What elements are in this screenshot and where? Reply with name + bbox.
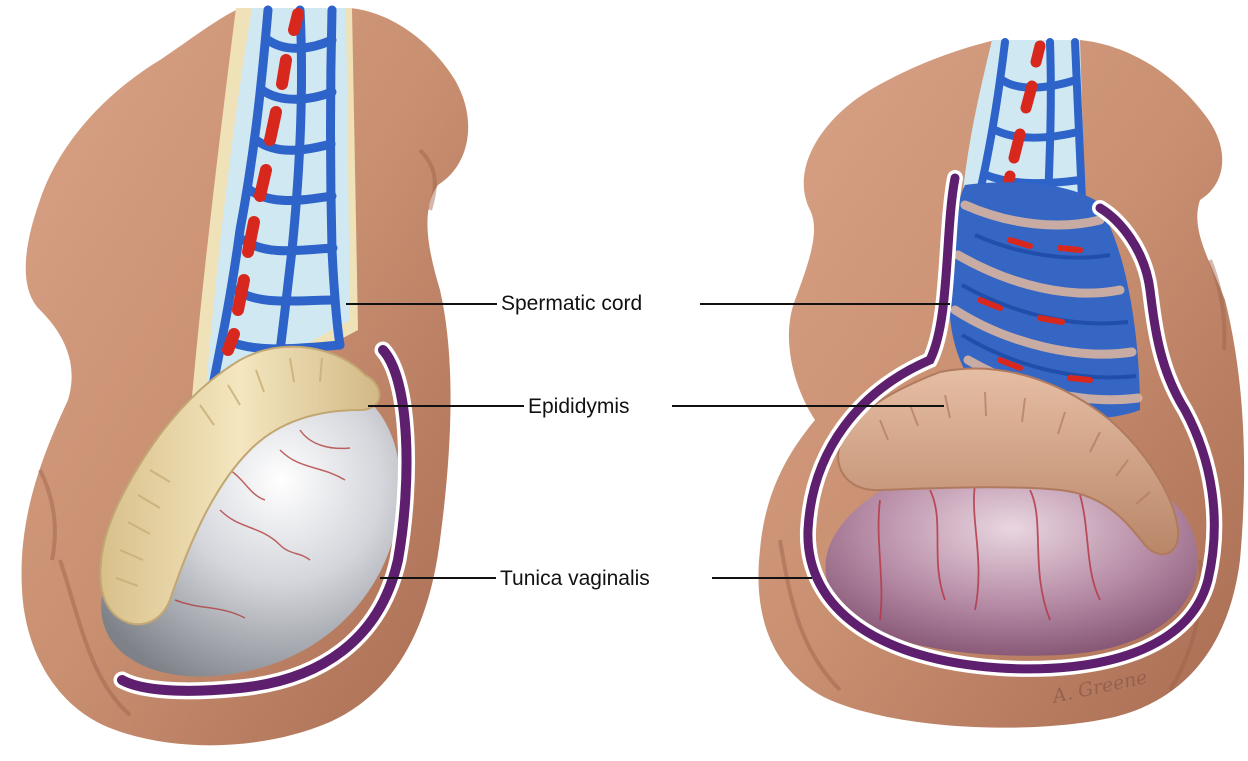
label-tunica-vaginalis: Tunica vaginalis — [496, 566, 654, 592]
left-figure-bell-clapper — [22, 8, 469, 745]
label-epididymis: Epididymis — [524, 394, 634, 420]
right-figure-torsion — [758, 40, 1244, 728]
label-spermatic-cord: Spermatic cord — [497, 291, 646, 317]
